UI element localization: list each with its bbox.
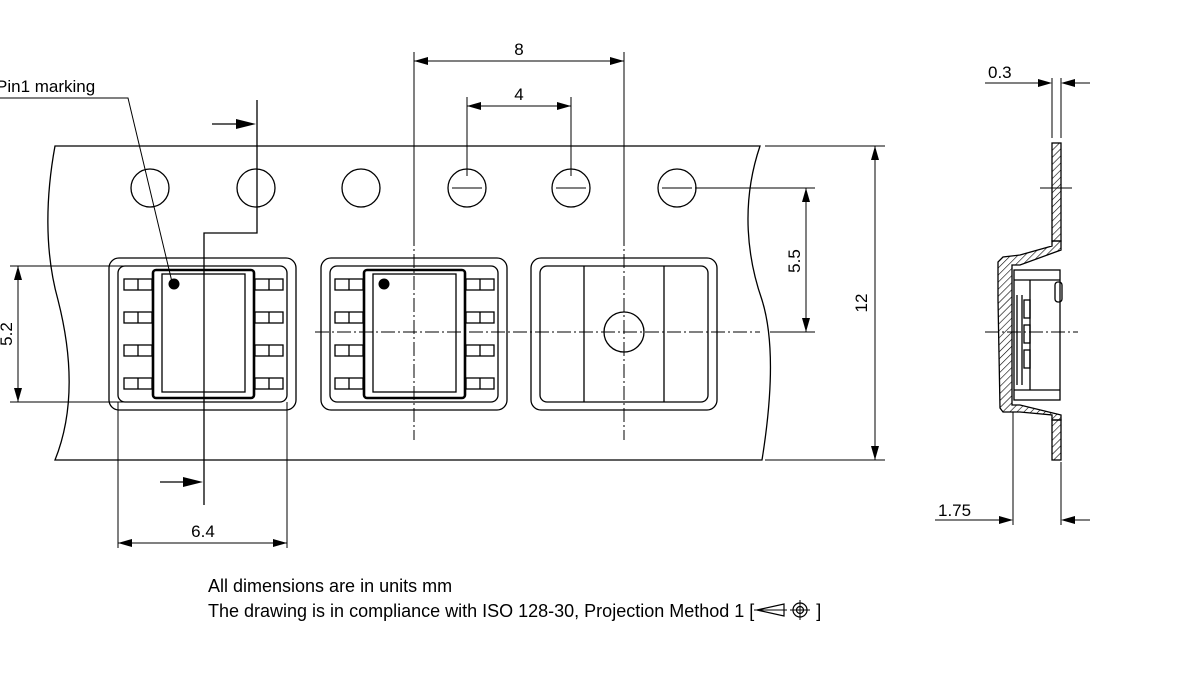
carrier-tape bbox=[47, 145, 772, 461]
dim-5-2-label: 5.2 bbox=[0, 322, 16, 346]
dim-0-3-label: 0.3 bbox=[988, 63, 1012, 82]
pin1-dot bbox=[168, 278, 180, 290]
pin1-marking-label: Pin1 marking bbox=[0, 77, 95, 96]
ic-pins-right bbox=[465, 278, 495, 390]
dim-5-5-label: 5.5 bbox=[785, 249, 804, 273]
dim-4-label: 4 bbox=[514, 85, 523, 104]
dimension-4: 4 bbox=[466, 85, 572, 176]
compliance-note: The drawing is in compliance with ISO 12… bbox=[208, 600, 821, 622]
compliance-note-end: ] bbox=[816, 601, 822, 621]
units-note-text: All dimensions are in units mm bbox=[208, 576, 453, 596]
dimension-8: 8 bbox=[413, 40, 625, 232]
side-section-view: 0.3 1.75 bbox=[935, 63, 1090, 525]
units-note: All dimensions are in units mm bbox=[208, 575, 452, 597]
dimension-6-4: 6.4 bbox=[117, 402, 288, 548]
pocket-1 bbox=[108, 257, 297, 411]
dimension-12: 12 bbox=[765, 145, 885, 461]
dim-12-label: 12 bbox=[852, 294, 871, 313]
ic-pins-right bbox=[254, 278, 284, 390]
section-cut-line bbox=[160, 100, 258, 505]
center-lines bbox=[315, 232, 760, 440]
dim-8-label: 8 bbox=[514, 40, 523, 59]
pin1-dot bbox=[378, 278, 390, 290]
compliance-note-text: The drawing is in compliance with ISO 12… bbox=[208, 601, 755, 621]
dim-1-75-label: 1.75 bbox=[938, 501, 971, 520]
pin1-marking-callout: Pin1 marking bbox=[0, 77, 173, 283]
ic-pins-left bbox=[334, 278, 364, 390]
ic-pins-left bbox=[123, 278, 153, 390]
dimension-5-5: 5.5 bbox=[695, 187, 815, 333]
projection-method-icon bbox=[754, 600, 811, 620]
dimension-5-2: 5.2 bbox=[0, 265, 153, 403]
dim-6-4-label: 6.4 bbox=[191, 522, 215, 541]
